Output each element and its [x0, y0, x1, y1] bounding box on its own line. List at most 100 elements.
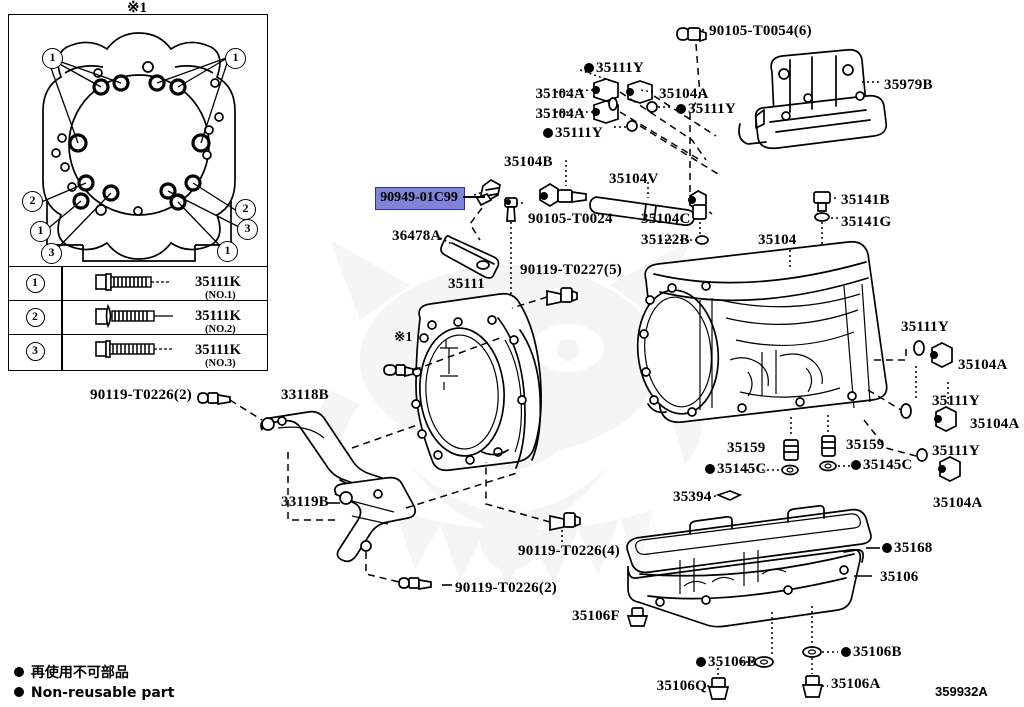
part-35106B-washer-a: [754, 656, 774, 668]
bolt-flange-icon: [95, 303, 173, 329]
label-35159-b[interactable]: 35159: [846, 437, 885, 453]
leader-90949-clip: [469, 207, 483, 241]
part-35106A-bolt: [801, 675, 824, 698]
label-33118B[interactable]: 33118B: [281, 387, 329, 403]
highlighted-part-box[interactable]: [375, 187, 465, 210]
label-35106F[interactable]: 35106F: [572, 608, 620, 624]
part-mark1-bolt: [383, 364, 414, 378]
part-90949-01C99-clip: [475, 178, 501, 207]
leaders-top-cluster: [619, 91, 719, 175]
label-35106[interactable]: 35106: [880, 569, 919, 585]
legend-row-3: [9, 334, 267, 369]
non-reusable-bullet-icon: [882, 542, 892, 553]
label-35104A-c[interactable]: 35104A: [535, 106, 585, 122]
label-33119B[interactable]: 33119B: [281, 494, 329, 510]
non-reusable-bullet-icon: [584, 62, 594, 73]
part-35104-case: [636, 240, 888, 424]
leader-T0226-4-to-housing: [485, 462, 551, 523]
label-35141B[interactable]: 35141B: [841, 192, 890, 208]
legend-row-2: [9, 300, 267, 335]
legend-row-1: [9, 266, 267, 301]
leader-highlight: [463, 196, 485, 198]
diagram-id-code: 359932A: [935, 684, 988, 699]
part-35394-strainer: [715, 490, 743, 501]
label-90119-T0226-2a[interactable]: 90119-T0226(2): [90, 387, 192, 403]
inset-callout-3b: 3: [41, 243, 62, 264]
footnote-block: 再使用不可部品 Non-reusable part: [14, 663, 174, 703]
highlighted-part-number[interactable]: 90949-01C99: [380, 190, 458, 205]
non-reusable-bullet-icon: [696, 656, 706, 667]
label-35111Y-b[interactable]: 35111Y: [676, 102, 736, 117]
label-35104A-a[interactable]: 35104A: [535, 86, 585, 102]
label-35111Y-d[interactable]: 35111Y: [901, 319, 949, 335]
label-35104B[interactable]: 35104B: [504, 154, 553, 170]
part-cluster-35104A-35111Y-right: [900, 340, 961, 482]
label-35145C-b[interactable]: 35145C: [851, 458, 913, 473]
label-35168[interactable]: 35168: [882, 541, 933, 556]
label-35145C-a[interactable]: 35145C: [705, 462, 767, 477]
part-35979B-shape: [738, 48, 888, 150]
label-90105-T0024[interactable]: 90105-T0024: [528, 211, 613, 227]
label-35122B[interactable]: 35122B: [641, 232, 690, 248]
part-90119-T0227-bolt: [546, 287, 578, 307]
legend-column-divider: [61, 266, 63, 370]
leader-90119-T0227: [511, 296, 548, 309]
label-35104V[interactable]: 35104V: [609, 171, 659, 187]
label-35111Y-a[interactable]: 35111Y: [584, 61, 644, 76]
label-35104A-f[interactable]: 35104A: [933, 495, 983, 511]
part-35145C-washer-a: [781, 464, 799, 476]
label-90105-T0054[interactable]: 90105-T0054(6): [709, 23, 812, 39]
label-90119-T0226-2b[interactable]: 90119-T0226(2): [455, 580, 557, 596]
non-reusable-bullet-icon: [705, 463, 715, 474]
part-35106B-washer-b: [802, 646, 822, 658]
legend-part-1: 35111K: [195, 274, 241, 290]
bullet-icon: [14, 667, 24, 677]
label-35111Y-e[interactable]: 35111Y: [932, 393, 980, 409]
label-35106B-b[interactable]: 35106B: [841, 645, 902, 660]
inset-callout-2a: 2: [22, 191, 43, 212]
footnote-japanese-row: 再使用不可部品: [14, 663, 174, 683]
part-90119-T0226-2a-bolt: [197, 392, 231, 406]
label-35979B[interactable]: 35979B: [884, 77, 933, 93]
label-35106B-a[interactable]: 35106B: [696, 655, 757, 670]
part-90105-T0054-bolt: [676, 27, 707, 43]
label-35104C[interactable]: 35104C: [641, 211, 691, 227]
part-35104B-sensor: [539, 183, 587, 207]
label-35394[interactable]: 35394: [673, 489, 712, 505]
leader-33118B-to-housing: [351, 423, 421, 449]
label-35104A-d[interactable]: 35104A: [958, 357, 1008, 373]
part-35111-housing: [411, 292, 542, 472]
label-35111[interactable]: 35111: [448, 276, 485, 292]
label-90119-T0227[interactable]: 90119-T0227(5): [520, 262, 622, 278]
label-35111Y-c[interactable]: 35111Y: [543, 126, 603, 141]
label-35104[interactable]: 35104: [758, 232, 797, 248]
leaders-right-cluster: [863, 344, 917, 457]
label-90119-T0226-4[interactable]: 90119-T0226(4): [518, 543, 620, 559]
legend-sub-1: (NO.1): [205, 290, 236, 301]
part-90105-T0024-bolt: [504, 197, 518, 222]
non-reusable-bullet-icon: [841, 646, 851, 657]
part-35106F-bolt: [626, 607, 649, 627]
part-90119-T0226-2b-bolt: [398, 577, 432, 591]
legend-sub-2: (NO.2): [205, 324, 236, 335]
part-35159-plug-a: [783, 439, 799, 461]
label-35106Q[interactable]: 35106Q: [656, 678, 707, 694]
leader-T0226-2b-link: [365, 552, 400, 583]
label-35104A-b[interactable]: 35104A: [659, 86, 709, 102]
part-35104C-sensor: [688, 190, 707, 220]
part-35106Q-plug: [707, 677, 730, 700]
part-35168-gasket: [626, 504, 872, 574]
part-35106-oil-pan: [627, 548, 864, 628]
label-35111Y-f[interactable]: 35111Y: [932, 443, 980, 459]
inset-title: ※1: [126, 0, 148, 16]
footnote-english: Non-reusable part: [30, 685, 175, 701]
label-35106A[interactable]: 35106A: [831, 676, 881, 692]
non-reusable-bullet-icon: [676, 103, 686, 114]
label-36478A[interactable]: 36478A: [392, 228, 442, 244]
label-35159-a[interactable]: 35159: [727, 440, 766, 456]
label-35141G[interactable]: 35141G: [841, 214, 892, 230]
label-35104A-e[interactable]: 35104A: [970, 416, 1020, 432]
part-33119B-bracket: [334, 476, 416, 563]
part-35141B-bolt: [813, 191, 831, 212]
